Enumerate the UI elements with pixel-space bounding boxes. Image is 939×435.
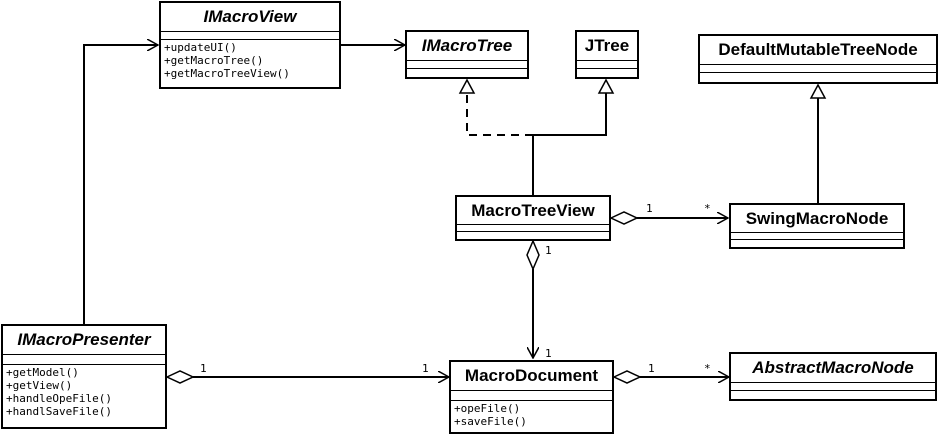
generalization-triangle-icon bbox=[597, 78, 615, 94]
class-name: AbstractMacroNode bbox=[731, 354, 935, 383]
treeview-realizes-imacrotree bbox=[466, 93, 533, 136]
operations-compartment bbox=[577, 69, 637, 70]
attributes-compartment bbox=[731, 233, 903, 240]
multiplicity-label: 1 bbox=[422, 362, 429, 375]
attributes-compartment bbox=[457, 225, 609, 232]
attributes-compartment bbox=[731, 383, 935, 391]
class-imacroview[interactable]: IMacroView +updateUI() +getMacroTree() +… bbox=[159, 1, 341, 89]
class-name: DefaultMutableTreeNode bbox=[700, 36, 936, 65]
multiplicity-label: 1 bbox=[200, 362, 207, 375]
class-imacrotree[interactable]: IMacroTree bbox=[405, 30, 529, 79]
operation: +getMacroTree() bbox=[164, 54, 264, 67]
treeview-extends-jtree bbox=[532, 93, 607, 195]
aggregation-diamond-icon bbox=[609, 211, 639, 225]
attributes-compartment bbox=[577, 61, 637, 69]
operations-compartment bbox=[731, 240, 903, 241]
aggregation-diamond-icon bbox=[165, 370, 195, 384]
attributes-compartment bbox=[451, 391, 612, 401]
multiplicity-label: 1 bbox=[545, 347, 552, 360]
class-name: JTree bbox=[577, 32, 637, 61]
class-imacropresenter[interactable]: IMacroPresenter +getModel() +getView() +… bbox=[1, 324, 167, 429]
class-name: IMacroView bbox=[161, 3, 339, 32]
aggregation-diamond-icon bbox=[612, 370, 642, 384]
class-macrotreeview[interactable]: MacroTreeView bbox=[455, 195, 611, 241]
operations-compartment bbox=[731, 391, 935, 392]
attributes-compartment bbox=[3, 355, 165, 365]
attributes-compartment bbox=[700, 65, 936, 73]
class-name: SwingMacroNode bbox=[731, 205, 903, 233]
realization-triangle-icon bbox=[458, 78, 476, 94]
aggregation-diamond-icon bbox=[526, 239, 540, 271]
operations-compartment: +getModel() +getView() +handleOpeFile() … bbox=[3, 365, 165, 418]
operation: +updateUI() bbox=[164, 41, 237, 54]
operations-compartment bbox=[457, 232, 609, 233]
operation: +getView() bbox=[6, 379, 73, 392]
operations-compartment bbox=[407, 69, 527, 70]
operations-compartment: +updateUI() +getMacroTree() +getMacroTre… bbox=[161, 40, 339, 80]
attributes-compartment bbox=[407, 61, 527, 69]
multiplicity-label: 1 bbox=[648, 362, 655, 375]
class-name: IMacroPresenter bbox=[3, 326, 165, 355]
operation: +handleOpeFile() bbox=[6, 392, 112, 405]
presenter-to-view-link bbox=[83, 45, 158, 324]
operation: +handlSaveFile() bbox=[6, 405, 112, 418]
class-defaultmutabletreenode[interactable]: DefaultMutableTreeNode bbox=[698, 34, 938, 84]
multiplicity-label: 1 bbox=[545, 244, 552, 257]
operation: +saveFile() bbox=[454, 415, 527, 428]
class-name: MacroTreeView bbox=[457, 197, 609, 225]
multiplicity-label: * bbox=[704, 202, 711, 215]
operation: +getModel() bbox=[6, 366, 79, 379]
multiplicity-label: 1 bbox=[646, 202, 653, 215]
class-abstractmacronode[interactable]: AbstractMacroNode bbox=[729, 352, 937, 401]
operation: +opeFile() bbox=[454, 402, 521, 415]
class-name: MacroDocument bbox=[451, 362, 612, 391]
class-jtree[interactable]: JTree bbox=[575, 30, 639, 79]
class-swingmacronode[interactable]: SwingMacroNode bbox=[729, 203, 905, 249]
class-macrodocument[interactable]: MacroDocument +opeFile() +saveFile() bbox=[449, 360, 614, 434]
operations-compartment: +opeFile() +saveFile() bbox=[451, 401, 612, 428]
operations-compartment bbox=[700, 73, 936, 74]
attributes-compartment bbox=[161, 32, 339, 40]
operation: +getMacroTreeView() bbox=[164, 67, 290, 80]
multiplicity-label: * bbox=[704, 362, 711, 375]
class-name: IMacroTree bbox=[407, 32, 527, 61]
generalization-triangle-icon bbox=[809, 83, 827, 99]
